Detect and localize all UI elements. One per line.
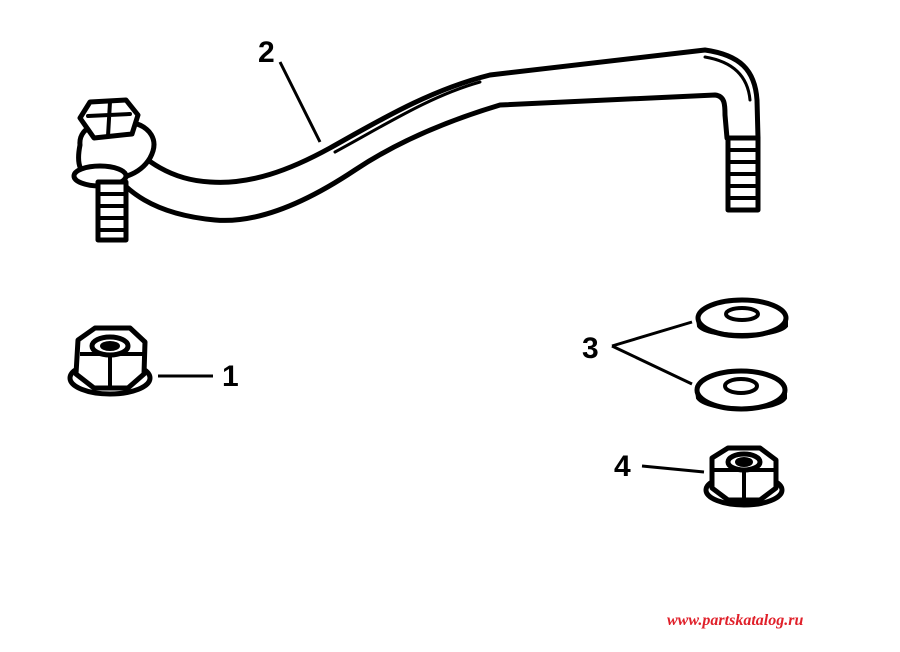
nut-part-4 [703, 445, 785, 508]
washer-lower [694, 368, 788, 412]
callout-2: 2 [258, 36, 275, 69]
callout-4: 4 [614, 450, 631, 483]
leader-part-3-upper [611, 320, 693, 348]
watermark: www.partskatalog.ru [667, 612, 804, 629]
leader-part-4 [641, 464, 705, 474]
callout-1: 1 [222, 360, 239, 393]
leader-lines [158, 61, 705, 474]
callout-3: 3 [582, 332, 599, 365]
nut-part-1 [67, 325, 153, 397]
leader-part-2 [278, 61, 322, 143]
left-ball-joint [71, 97, 157, 243]
washer-upper [695, 297, 789, 339]
steering-link-rod [71, 47, 761, 243]
right-threaded-stud [725, 135, 761, 213]
leader-part-3-lower [611, 344, 693, 386]
